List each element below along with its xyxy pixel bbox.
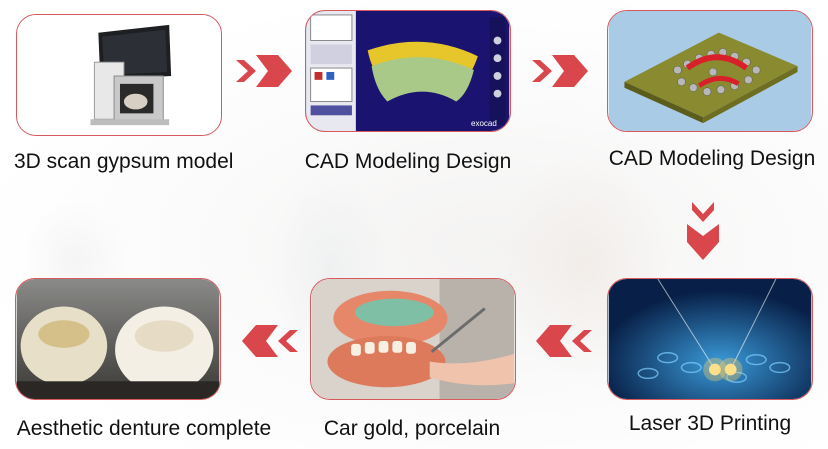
arrow-down-icon bbox=[687, 202, 719, 260]
build-plate-image bbox=[607, 10, 813, 132]
step-label-scan: 3D scan gypsum model bbox=[14, 150, 234, 173]
step-label-cad-2: CAD Modeling Design bbox=[608, 147, 816, 170]
step-label-laser: Laser 3D Printing bbox=[628, 412, 792, 435]
arrow-right-icon bbox=[236, 55, 292, 87]
arrow-right-icon bbox=[532, 55, 588, 87]
exocad-brand: exocad bbox=[471, 119, 497, 128]
cad-screen-image: exocad bbox=[305, 10, 511, 132]
denture-image bbox=[15, 278, 221, 400]
arrow-left-icon bbox=[536, 325, 592, 357]
step-label-porcelain: Car gold, porcelain bbox=[323, 417, 501, 440]
step-label-complete: Aesthetic denture complete bbox=[16, 417, 272, 440]
step-label-cad: CAD Modeling Design bbox=[304, 150, 512, 173]
arrow-left-icon bbox=[242, 325, 298, 357]
porcelain-work-image bbox=[310, 278, 516, 400]
laser-printing-image bbox=[607, 278, 813, 400]
scanner-image bbox=[16, 14, 222, 136]
